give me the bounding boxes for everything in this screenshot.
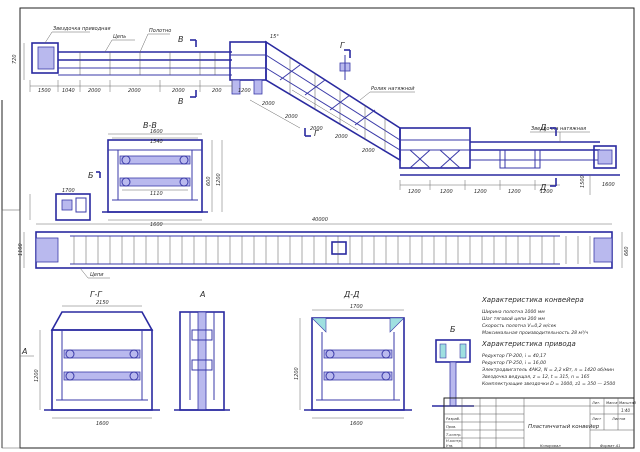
dim-vv-h2: 1200	[216, 173, 222, 186]
section-v-v: В-В 1600 1540 1110 1600 600 1200	[102, 121, 223, 228]
callout-drive-station: Звездочка приводная	[53, 26, 111, 32]
role-checker: Пров.	[446, 425, 456, 429]
spec-heading: Характеристика конвейера	[481, 296, 584, 304]
dim-vv-w1: 1600	[150, 129, 163, 135]
dim-incline4: 2000	[335, 134, 348, 140]
sheet-label: Лист	[591, 417, 602, 421]
dim-dd-h: 1200	[294, 367, 300, 380]
role-norm-control: Н.контр.	[446, 439, 462, 443]
dim-vv-h: 600	[206, 176, 212, 186]
mark-v-bottom: В	[178, 97, 184, 106]
spec-line: Скорость полотна V=0,2 м/сек	[482, 323, 557, 329]
dim-bottom-seg4: 1200	[508, 189, 521, 195]
dim-incline2: 2000	[285, 114, 298, 120]
drive-line: Комплектующие звездочки D = 1000, z1 = 3…	[482, 381, 615, 387]
dim-top-angle: 15°	[270, 34, 279, 40]
section-g-g: Г-Г 2150 1600 1200 А	[20, 290, 160, 427]
callout-chain-plan: Цепи	[90, 272, 104, 278]
dim-gg-base: 1600	[96, 421, 109, 427]
dim-dd-w: 1700	[350, 304, 363, 310]
dim-top-seg2: 1040	[62, 88, 75, 94]
dim-plan-right-h: 660	[624, 246, 630, 256]
drive-line: Звездочка ведущая, z = 12, t = 315, n = …	[482, 374, 590, 380]
left-margin-stamp	[1, 209, 21, 449]
title-a: А	[199, 290, 205, 299]
mark-d-bottom: Д	[539, 183, 546, 192]
dim-top-seg6: 200	[212, 88, 222, 94]
section-d-d: Д-Д 1700 1600 1200	[294, 290, 412, 427]
dim-gg-top: 2150	[96, 300, 109, 306]
dim-plan-left-w: 1700	[62, 188, 75, 194]
view-b: Б	[432, 325, 474, 407]
dim-vv-base: 1600	[150, 222, 163, 228]
dim-plan-total: 40000	[312, 217, 328, 223]
dim-incline1: 2000	[262, 101, 275, 107]
dim-bottom-right-w: 1600	[602, 182, 615, 188]
spec-line: Шаг тяговой цепи 200 мм	[482, 316, 545, 322]
lit-label: Лит.	[591, 401, 600, 405]
mark-d-top: Д	[539, 123, 546, 132]
dim-top-seg7: 1200	[238, 88, 251, 94]
format-label: Формат А1	[600, 444, 620, 448]
dim-bottom-seg5: 1200	[540, 189, 553, 195]
callout-bed: Полотно	[149, 28, 171, 34]
mass-label: Масса	[606, 401, 617, 405]
dim-plan-left-h: 1100	[18, 243, 24, 256]
dim-vv-w2: 1540	[150, 139, 163, 145]
mark-g-bottom: Г	[314, 129, 319, 138]
drive-line: Редуктор ГР-200, i = 40,17	[482, 353, 546, 359]
mark-a: А	[21, 347, 27, 356]
title-block: Разраб. Пров. Т.контр. Н.контр. Утв. Пла…	[443, 397, 637, 449]
dim-top-seg1: 1500	[38, 88, 51, 94]
dim-dd-base: 1600	[350, 421, 363, 427]
spec-line: Ширина полотна 1000 мм	[482, 309, 545, 315]
view-a: А	[174, 290, 230, 411]
scale-label: Масштаб	[619, 401, 637, 405]
copied-label: Копировал	[540, 444, 561, 448]
drive-line: Редуктор ГР-250, i = 16,00	[482, 360, 546, 366]
mark-v-top: В	[178, 35, 184, 44]
title-b: Б	[450, 325, 456, 334]
side-elevation: 720 1500 1040 2000 2000 2000 200 1200 15…	[12, 26, 620, 195]
dim-bottom-seg1: 1200	[408, 189, 421, 195]
dim-top-seg3: 2000	[88, 88, 101, 94]
drive-line: Электродвигатель 4АК2, N = 2,2 кВт, n = …	[481, 367, 614, 373]
dim-bottom-seg2: 1200	[440, 189, 453, 195]
mark-g-top: Г	[340, 41, 345, 50]
callout-tension-sprocket: Звездочка натяжная	[531, 126, 586, 132]
drawing-title: Пластинчатый конвейер	[528, 424, 600, 430]
spec-line: Максимальная производительность 28 м³/ч	[482, 330, 588, 336]
drive-heading: Характеристика привода	[481, 340, 576, 348]
dim-vv-w3: 1110	[150, 191, 163, 197]
title-v-v: В-В	[143, 121, 157, 130]
dim-top-left-h: 720	[12, 54, 18, 64]
dim-bottom-right-h: 1500	[580, 175, 586, 188]
callout-chain: Цепь	[113, 34, 126, 40]
role-approved: Утв.	[446, 444, 454, 448]
mark-b-plan: Б	[88, 171, 94, 180]
specifications: Характеристика конвейера Ширина полотна …	[481, 296, 615, 387]
dim-incline3: 2000	[310, 126, 323, 132]
dim-gg-h: 1200	[34, 369, 40, 382]
role-developer: Разраб.	[446, 417, 460, 421]
dim-top-seg4: 2000	[128, 88, 141, 94]
title-d-d: Д-Д	[343, 290, 359, 299]
sheets-label: Листов	[611, 417, 625, 421]
scale-value: 1:40	[621, 408, 630, 413]
callout-incline-roller: Ролик натяжной	[371, 86, 415, 92]
dim-bottom-seg3: 1200	[474, 189, 487, 195]
title-g-g: Г-Г	[90, 290, 102, 299]
dim-top-seg5: 2000	[172, 88, 185, 94]
dim-incline5: 2000	[362, 148, 375, 154]
role-tech-control: Т.контр.	[446, 433, 462, 437]
plan-view: Б 40000 1100 1700 660 Цепи	[18, 171, 630, 279]
